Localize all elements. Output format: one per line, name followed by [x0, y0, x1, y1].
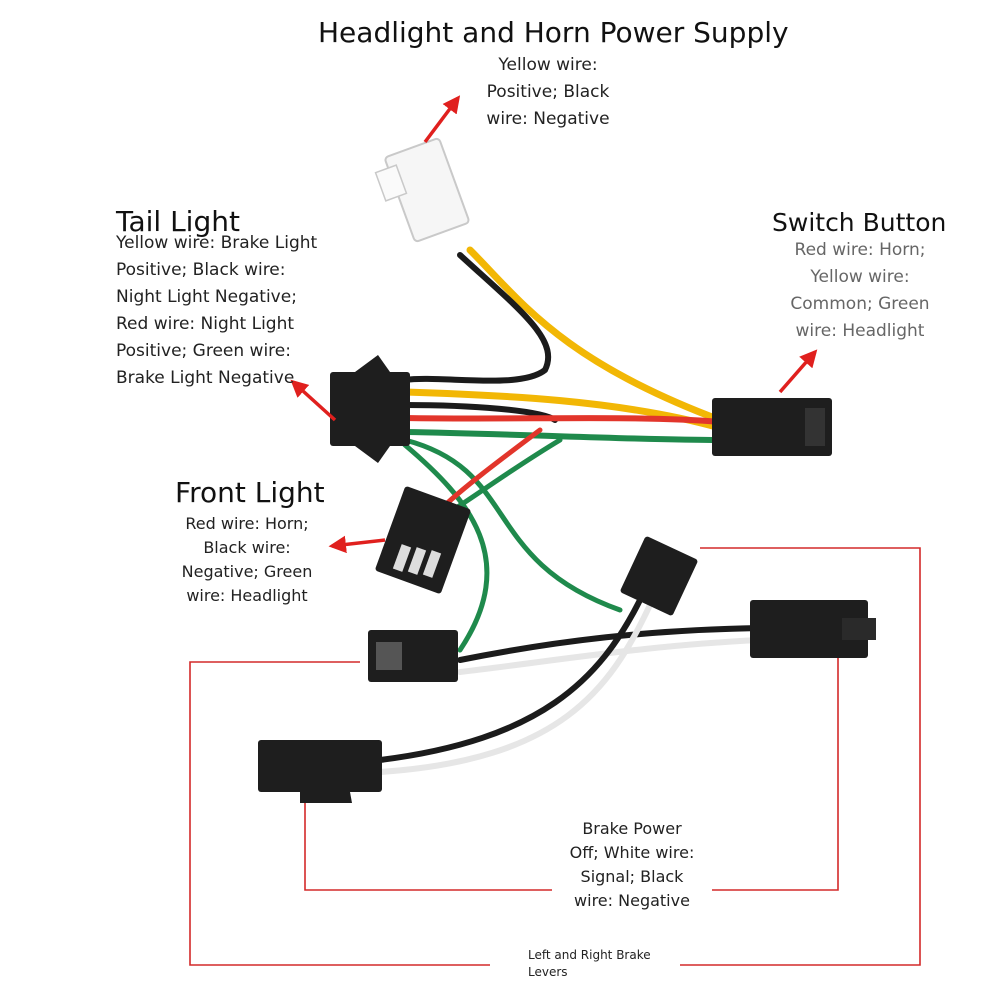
arrow-power [423, 95, 461, 144]
arrow-tail [290, 379, 337, 422]
arrow-front [328, 535, 386, 554]
arrow-switch [778, 349, 818, 394]
front-light-connector [375, 486, 471, 594]
tail-light-connector [330, 355, 410, 463]
brake-connector-right [750, 600, 876, 658]
brake-connector-upper [620, 536, 698, 616]
brake-connector-lower [258, 740, 382, 803]
wire-black-power [402, 252, 552, 384]
tail-light-title: Tail Light [116, 205, 240, 238]
wire-bundle [377, 246, 763, 775]
wire-yellow-power [466, 246, 724, 424]
switch-button-connector [712, 398, 832, 456]
brake-power-desc: Brake Power Off; White wire: Signal; Bla… [552, 817, 712, 913]
front-light-title: Front Light [175, 476, 325, 509]
wire-black-brake-a [457, 625, 763, 663]
callout-arrows [290, 95, 818, 554]
wire-green-front [402, 437, 623, 613]
brake-levers-bracket [189, 547, 921, 966]
brake-connector-middle [368, 630, 458, 682]
front-light-desc: Red wire: Horn; Black wire: Negative; Gr… [181, 514, 313, 605]
power-plug-connector [374, 137, 470, 243]
wire-green-front2 [442, 437, 563, 518]
wire-white-brake-b [377, 602, 653, 775]
tail-light-desc: Yellow wire: Brake Light Positive; Black… [116, 233, 318, 388]
wire-green-tail [402, 429, 723, 443]
brake-levers-desc: Left and Right Brake Levers [528, 948, 651, 979]
switch-button-desc: Red wire: Horn; Yellow wire: Common; Gre… [790, 240, 930, 341]
switch-button-title: Switch Button [772, 208, 947, 237]
wire-green-lower [402, 442, 490, 653]
wire-red-tail [402, 415, 723, 425]
headlight-horn-title: Headlight and Horn Power Supply [318, 16, 789, 49]
wire-black-brake-b [377, 597, 643, 763]
headlight-horn-desc: Yellow wire: Positive; Black wire: Negat… [486, 55, 610, 129]
